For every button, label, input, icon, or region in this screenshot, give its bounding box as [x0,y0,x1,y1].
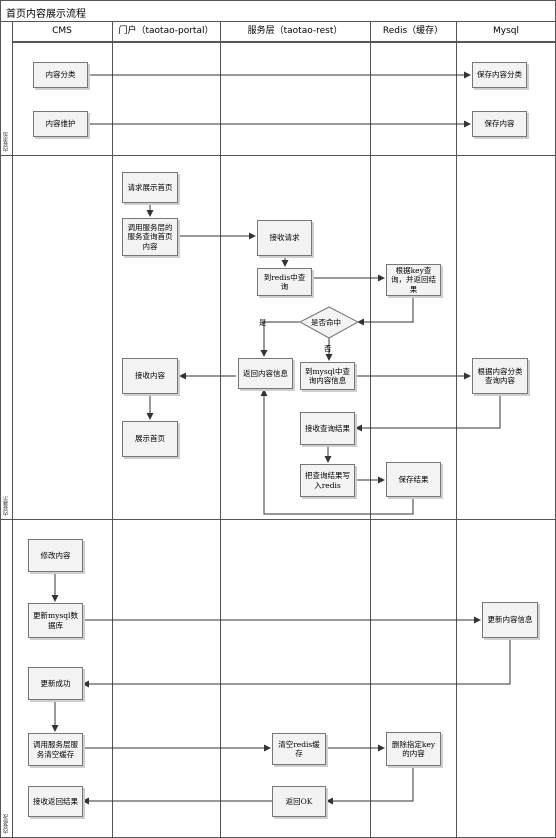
node-write-redis: 把查询结果写入redis [300,464,355,497]
node-call-service-home: 调用服务层的服务查询首页内容 [122,218,178,256]
decision-diamond [298,306,360,339]
edge-label-no: 否 [324,344,332,353]
node-save-result: 保存结果 [386,462,441,497]
node-content-category: 内容分类 [33,62,88,88]
header-divider [12,42,556,43]
edge-redis-to-ok [326,767,414,805]
node-receive-request: 接收请求 [257,220,312,256]
node-request-home: 请求展示首页 [122,172,178,203]
lane-header-cms: CMS [12,21,112,42]
diagram-title: 首页内容展示流程 [6,9,86,20]
lane-divider-3 [370,21,371,838]
node-receive-query-result: 接收查询结果 [300,412,355,445]
node-save-content-category: 保存内容分类 [472,62,527,88]
node-query-by-category: 根据内容分类查询内容 [472,358,528,394]
node-update-content-info: 更新内容信息 [482,602,538,638]
node-save-content: 保存内容 [472,111,527,137]
edge-label-yes: 是 [259,318,267,327]
node-show-home: 展示首页 [122,421,178,457]
node-delete-key: 删除指定key的内容 [386,732,441,766]
lane-divider-2 [220,21,221,838]
node-receive-content: 接收内容 [122,358,178,394]
lane-divider-4 [456,21,457,838]
lane-header-redis: Redis（缓存） [370,21,456,42]
node-query-redis: 到redis中查询 [257,268,312,296]
edge-mysql-to-result [355,395,501,432]
edge-mysql-to-success [82,639,511,688]
edge-hit-yes [260,321,300,357]
node-return-ok: 返回OK [272,786,326,817]
node-query-mysql: 到mysql中查询内容信息 [300,362,355,390]
node-call-clear-cache: 调用服务层服务清空缓存 [28,733,83,766]
node-update-mysql: 更新mysql数据库 [28,603,83,638]
lane-header-mysql: Mysql [456,21,556,42]
node-modify-content: 修改内容 [28,539,83,572]
lane-header-portal: 门户（taotao-portal） [112,21,220,42]
band-column-divider [12,21,13,838]
node-receive-return-result: 接收返回结果 [28,786,83,817]
node-clear-redis-cache: 清空redis缓存 [272,733,326,765]
decision-label-hit: 是否命中 [311,318,341,327]
node-update-success: 更新成功 [28,667,83,700]
node-redis-query-by-key: 根据key查询，并返回结果 [386,264,441,296]
edge-redis-to-decision [357,296,414,326]
title-divider [0,21,556,22]
lane-divider-1 [112,21,113,838]
band-divider-1 [0,155,556,156]
band-divider-2 [0,519,556,520]
node-content-maintain: 内容维护 [33,111,88,137]
edge-save-to-return [260,389,414,515]
node-return-content: 返回内容信息 [238,358,293,389]
lane-header-rest: 服务层（taotao-rest） [220,21,370,42]
